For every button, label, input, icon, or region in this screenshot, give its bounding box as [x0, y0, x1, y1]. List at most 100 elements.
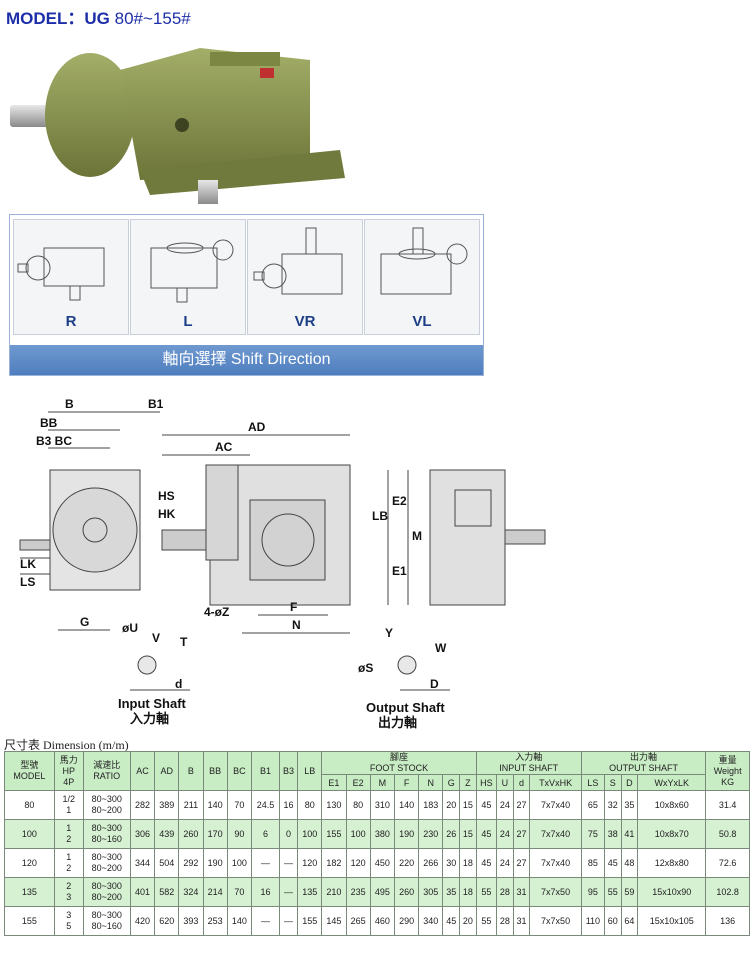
header-b: B [178, 751, 204, 791]
table-cell: 6 [250, 819, 280, 849]
header-s: S [603, 774, 622, 791]
table-cell: 266 [418, 848, 444, 878]
table-cell: 214 [202, 877, 228, 907]
direction-option-r[interactable]: R [13, 219, 129, 335]
direction-vl-icon [380, 227, 468, 295]
table-cell: 45 [475, 819, 498, 849]
table-cell: 260 [178, 819, 204, 849]
label-bb: BB [40, 416, 58, 430]
table-cell: 344 [129, 848, 156, 878]
header-m: M [369, 774, 395, 791]
header-d-in: d [512, 774, 531, 791]
table-cell: 15x10x90 [637, 877, 707, 907]
table-cell: 70 [226, 877, 252, 907]
table-cell: 140 [226, 906, 252, 936]
label-ls: LS [20, 575, 35, 589]
table-cell: 310 [369, 790, 395, 820]
label-b: B [65, 397, 74, 411]
header-bb: BB [202, 751, 228, 791]
table-cell: 15 [459, 819, 477, 849]
table-cell: 620 [154, 906, 180, 936]
table-cell: 190 [202, 848, 228, 878]
table-cell: 340 [418, 906, 444, 936]
direction-option-vl[interactable]: VL [364, 219, 480, 335]
header-bc: BC [226, 751, 252, 791]
header-ac: AC [129, 751, 156, 791]
table-cell: 15 [459, 790, 477, 820]
table-cell: 70 [226, 790, 252, 820]
table-cell: — [250, 848, 280, 878]
table-cell: 32 [603, 790, 622, 820]
label-z: 4-øZ [204, 605, 229, 619]
table-cell: 59 [620, 877, 639, 907]
table-cell: 28 [496, 877, 514, 907]
table-cell: 85 [580, 848, 605, 878]
table-cell: — [278, 848, 299, 878]
header-ad: AD [154, 751, 180, 791]
table-cell: 120 [4, 848, 55, 878]
table-cell: 170 [202, 819, 228, 849]
label-ac: AC [215, 440, 233, 454]
table-cell: 31.4 [705, 790, 750, 820]
table-cell: 450 [369, 848, 395, 878]
table-cell: 16 [278, 790, 299, 820]
table-cell: 460 [369, 906, 395, 936]
table-cell: — [278, 877, 299, 907]
table-cell: 27 [512, 819, 531, 849]
table-cell: 10x8x70 [637, 819, 707, 849]
header-wxyxlk: WxYxLK [637, 774, 707, 791]
table-cell: 80 [345, 790, 371, 820]
header-z: Z [459, 774, 477, 791]
label-e2: E2 [392, 494, 407, 508]
label-f: F [290, 600, 297, 614]
table-cell: 211 [178, 790, 204, 820]
table-cell: — [250, 906, 280, 936]
table-cell: 260 [393, 877, 420, 907]
table-cell: 290 [393, 906, 420, 936]
table-cell: 80 [297, 790, 323, 820]
table-cell: 7x7x40 [529, 819, 582, 849]
table-cell: 155 [321, 819, 347, 849]
table-cell: 50.8 [705, 819, 750, 849]
table-cell: 102.8 [705, 877, 750, 907]
table-cell: 306 [129, 819, 156, 849]
direction-option-vr[interactable]: VR [247, 219, 363, 335]
table-cell: 7x7x40 [529, 790, 582, 820]
table-cell: 15x10x105 [637, 906, 707, 936]
table-cell: 135 [297, 877, 323, 907]
table-cell: 45 [603, 848, 622, 878]
direction-option-l[interactable]: L [130, 219, 246, 335]
direction-r-icon [17, 247, 105, 301]
table-cell: 24 [496, 819, 514, 849]
table-cell: 55 [603, 877, 622, 907]
dimension-drawing: B B1 BB B3 BC AD AC HS HK LB E2 M E1 LK … [19, 397, 546, 730]
table-cell: 145 [321, 906, 347, 936]
label-lk: LK [20, 557, 36, 571]
table-cell: 0 [278, 819, 299, 849]
table-cell: 265 [345, 906, 371, 936]
table-cell: 28 [496, 906, 514, 936]
table-cell: 220 [393, 848, 420, 878]
header-e2: E2 [345, 774, 371, 791]
table-cell: 64 [620, 906, 639, 936]
table-cell: 12x8x80 [637, 848, 707, 878]
table-cell: 305 [418, 877, 444, 907]
table-cell: 110 [580, 906, 605, 936]
table-cell: 26 [442, 819, 461, 849]
label-lb: LB [372, 509, 388, 523]
table-cell: 27 [512, 848, 531, 878]
label-ad: AD [248, 420, 266, 434]
table-cell: 120 [297, 848, 323, 878]
